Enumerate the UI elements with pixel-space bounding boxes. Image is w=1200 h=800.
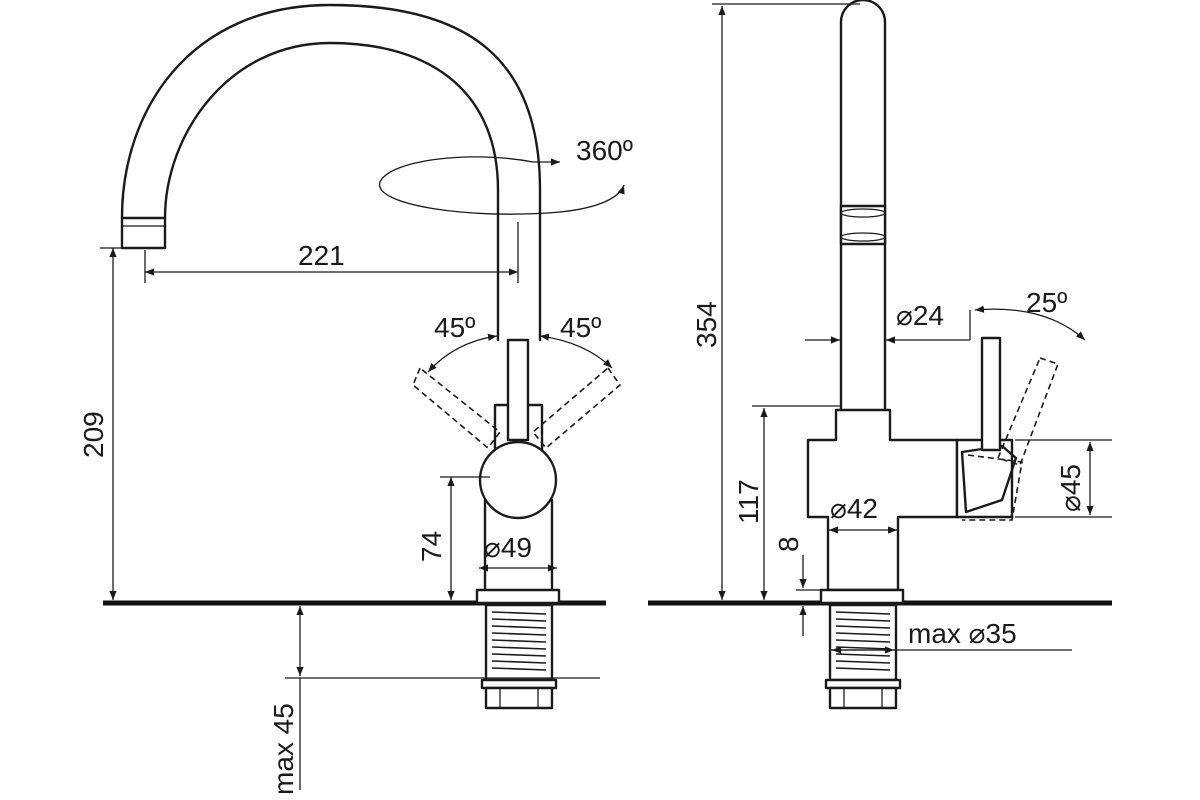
lever-front — [980, 336, 1002, 452]
spout-inner-left — [163, 41, 500, 342]
spout-band — [839, 204, 887, 246]
label-lever-angle-right: 45º — [560, 312, 601, 343]
spout-outer-left — [120, 3, 542, 342]
lever-ghost-front — [996, 357, 1060, 466]
front-view: 354 ⌀24 25º 117 ⌀45 ⌀42 8 max ⌀35 — [648, 0, 1112, 710]
angle-arc-left — [427, 333, 498, 373]
body-neck-left — [493, 403, 544, 457]
label-total-height: 354 — [691, 301, 722, 348]
angle-arc-right — [539, 333, 613, 369]
label-lever-diameter: ⌀45 — [1055, 464, 1086, 512]
label-counter-thickness: max 45 — [268, 703, 299, 795]
angle-arc-front — [974, 305, 1086, 341]
lever-ghost-left — [412, 366, 502, 450]
body-pillar-left — [483, 498, 554, 592]
label-spout-diameter: ⌀24 — [896, 300, 944, 331]
label-rotation: 360º — [576, 135, 633, 166]
label-spout-height: 209 — [78, 411, 109, 458]
label-spout-reach: 221 — [298, 240, 345, 271]
lever-left — [506, 338, 530, 442]
base-plate-left — [475, 588, 561, 605]
label-base-height: 8 — [773, 536, 804, 552]
rotation-arc — [379, 156, 625, 215]
base-plate-right — [819, 588, 905, 605]
side-view: 221 209 360º 45º 45º 74 ⌀49 max 45 — [78, 3, 633, 795]
spout-tip-left — [120, 216, 167, 250]
label-lever-angle: 25º — [1026, 287, 1067, 318]
spout-front — [839, 0, 887, 412]
lever-ghost-right — [531, 366, 622, 450]
label-lever-angle-left: 45º — [434, 312, 475, 343]
label-hole-diameter: max ⌀35 — [908, 618, 1017, 649]
label-body-diameter: ⌀49 — [484, 532, 532, 563]
ball-joint-left — [478, 440, 558, 520]
mounting-thread-right — [824, 603, 902, 710]
mounting-thread-left — [480, 603, 558, 710]
label-body-height: 74 — [416, 531, 447, 562]
label-body-height-front: 117 — [733, 479, 764, 524]
label-base-diameter: ⌀42 — [830, 493, 878, 524]
